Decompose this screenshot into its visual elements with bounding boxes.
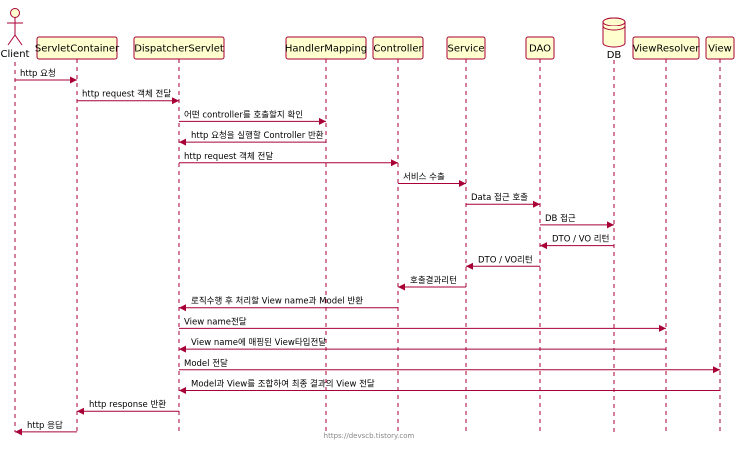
message-dispatcher_servlet-to-servlet_container: http response 반환: [77, 399, 179, 415]
participant-box: [705, 36, 735, 60]
message-label: http 응답: [27, 420, 63, 431]
participant-view_resolver: ViewResolver: [632, 36, 701, 60]
message-label: http 요청: [20, 69, 56, 79]
participant-view: View: [705, 36, 735, 60]
message-dispatcher_servlet-to-view_resolver: View name전달: [179, 316, 666, 332]
participant-label: Client: [1, 49, 30, 60]
participant-label: DB: [607, 50, 622, 61]
participant-box: [446, 36, 486, 60]
message-servlet_container-to-dispatcher_servlet: http request 객체 전달: [77, 89, 179, 105]
arrowhead: [319, 117, 326, 125]
arrowhead: [70, 76, 77, 84]
arrowhead: [179, 387, 186, 394]
participant-service: Service: [446, 36, 486, 60]
message-label: View name에 매핑된 View타입전달: [191, 337, 326, 348]
participant-box: [525, 36, 555, 60]
participant-label: ViewResolver: [633, 44, 701, 55]
message-label: View name전달: [184, 316, 247, 327]
message-label: DTO / VO리턴: [478, 254, 533, 265]
message-dao-to-db: DB 접근: [540, 213, 614, 229]
message-dispatcher_servlet-to-controller: http request 객체 전달: [179, 151, 398, 167]
arrowhead: [398, 283, 405, 291]
message-label: http request 객체 전달: [82, 89, 171, 100]
arrowhead: [659, 324, 666, 332]
message-label: DB 접근: [545, 213, 576, 224]
participant-servlet_container: ServletContainer: [35, 36, 120, 60]
participant-label: Controller: [373, 44, 423, 55]
message-label: http response 반환: [89, 399, 166, 410]
message-label: 로직수행 후 처리할 View name과 Model 반환: [191, 296, 363, 307]
participant-label: ServletContainer: [35, 44, 120, 55]
arrowhead: [713, 366, 720, 374]
arrowhead: [179, 304, 186, 312]
participant-box: [133, 36, 225, 60]
participant-dao: DAO: [525, 36, 555, 60]
message-db-to-dao: DTO / VO 리턴: [540, 234, 614, 250]
participant-db: DB: [602, 17, 626, 61]
message-label: http request 객체 전달: [184, 151, 273, 162]
arrowhead: [540, 242, 547, 250]
participant-dispatcher_servlet: DispatcherServlet: [133, 36, 225, 60]
message-label: 호출결과리턴: [410, 275, 457, 286]
actor-icon: [7, 8, 23, 46]
arrowhead: [179, 345, 186, 353]
message-label: 서비스 수출: [403, 172, 445, 183]
participant-label: HandlerMapping: [285, 44, 367, 55]
arrowhead: [172, 97, 179, 105]
message-service-to-dao: Data 접근 호출: [466, 192, 540, 208]
participant-box: [632, 36, 700, 60]
participant-box: [285, 36, 367, 60]
message-label: DTO / VO 리턴: [552, 234, 609, 245]
arrowhead: [466, 262, 473, 270]
message-view-to-dispatcher_servlet: Model과 View를 조합하여 최종 결과의 View 전달: [179, 379, 720, 394]
arrowhead: [15, 428, 22, 436]
arrowhead: [77, 407, 84, 415]
message-label: http 요청을 실행할 Controller 반환: [191, 130, 324, 141]
message-label: Model 전달: [184, 358, 228, 369]
database-icon: [602, 17, 626, 48]
arrowhead: [179, 138, 186, 146]
message-label: 어떤 controller를 호출할지 확인: [184, 109, 303, 120]
arrowhead: [459, 180, 466, 187]
participant-handler_mapping: HandlerMapping: [285, 36, 367, 60]
participant-client: Client: [1, 8, 30, 60]
participant-label: Service: [448, 44, 485, 55]
participant-box: [36, 36, 118, 60]
participant-box: [372, 36, 424, 60]
message-servlet_container-to-client: http 응답: [15, 420, 77, 436]
message-handler_mapping-to-dispatcher_servlet: http 요청을 실행할 Controller 반환: [179, 130, 326, 146]
message-dispatcher_servlet-to-handler_mapping: 어떤 controller를 호출할지 확인: [179, 109, 326, 125]
message-dispatcher_servlet-to-view: Model 전달: [179, 358, 720, 374]
message-view_resolver-to-dispatcher_servlet: View name에 매핑된 View타입전달: [179, 337, 666, 353]
arrowhead: [533, 200, 540, 208]
participant-label: DispatcherServlet: [134, 44, 224, 55]
message-client-to-servlet_container: http 요청: [15, 69, 77, 84]
participants: Client ServletContainer DispatcherServlet H…: [1, 8, 735, 61]
footer-watermark: https://devscb.tistory.com: [324, 432, 415, 440]
message-dao-to-service: DTO / VO리턴: [466, 254, 540, 270]
arrowhead: [607, 221, 614, 229]
participant-controller: Controller: [372, 36, 424, 60]
lifelines: [14, 59, 721, 432]
participant-label: DAO: [529, 44, 551, 55]
message-label: Data 접근 호출: [471, 192, 528, 203]
message-service-to-controller: 호출결과리턴: [398, 275, 466, 291]
arrowhead: [391, 159, 398, 167]
message-controller-to-service: 서비스 수출: [398, 172, 466, 187]
participant-label: View: [708, 44, 732, 55]
message-controller-to-dispatcher_servlet: 로직수행 후 처리할 View name과 Model 반환: [179, 296, 398, 312]
message-label: Model과 View를 조합하여 최종 결과의 View 전달: [191, 379, 375, 390]
